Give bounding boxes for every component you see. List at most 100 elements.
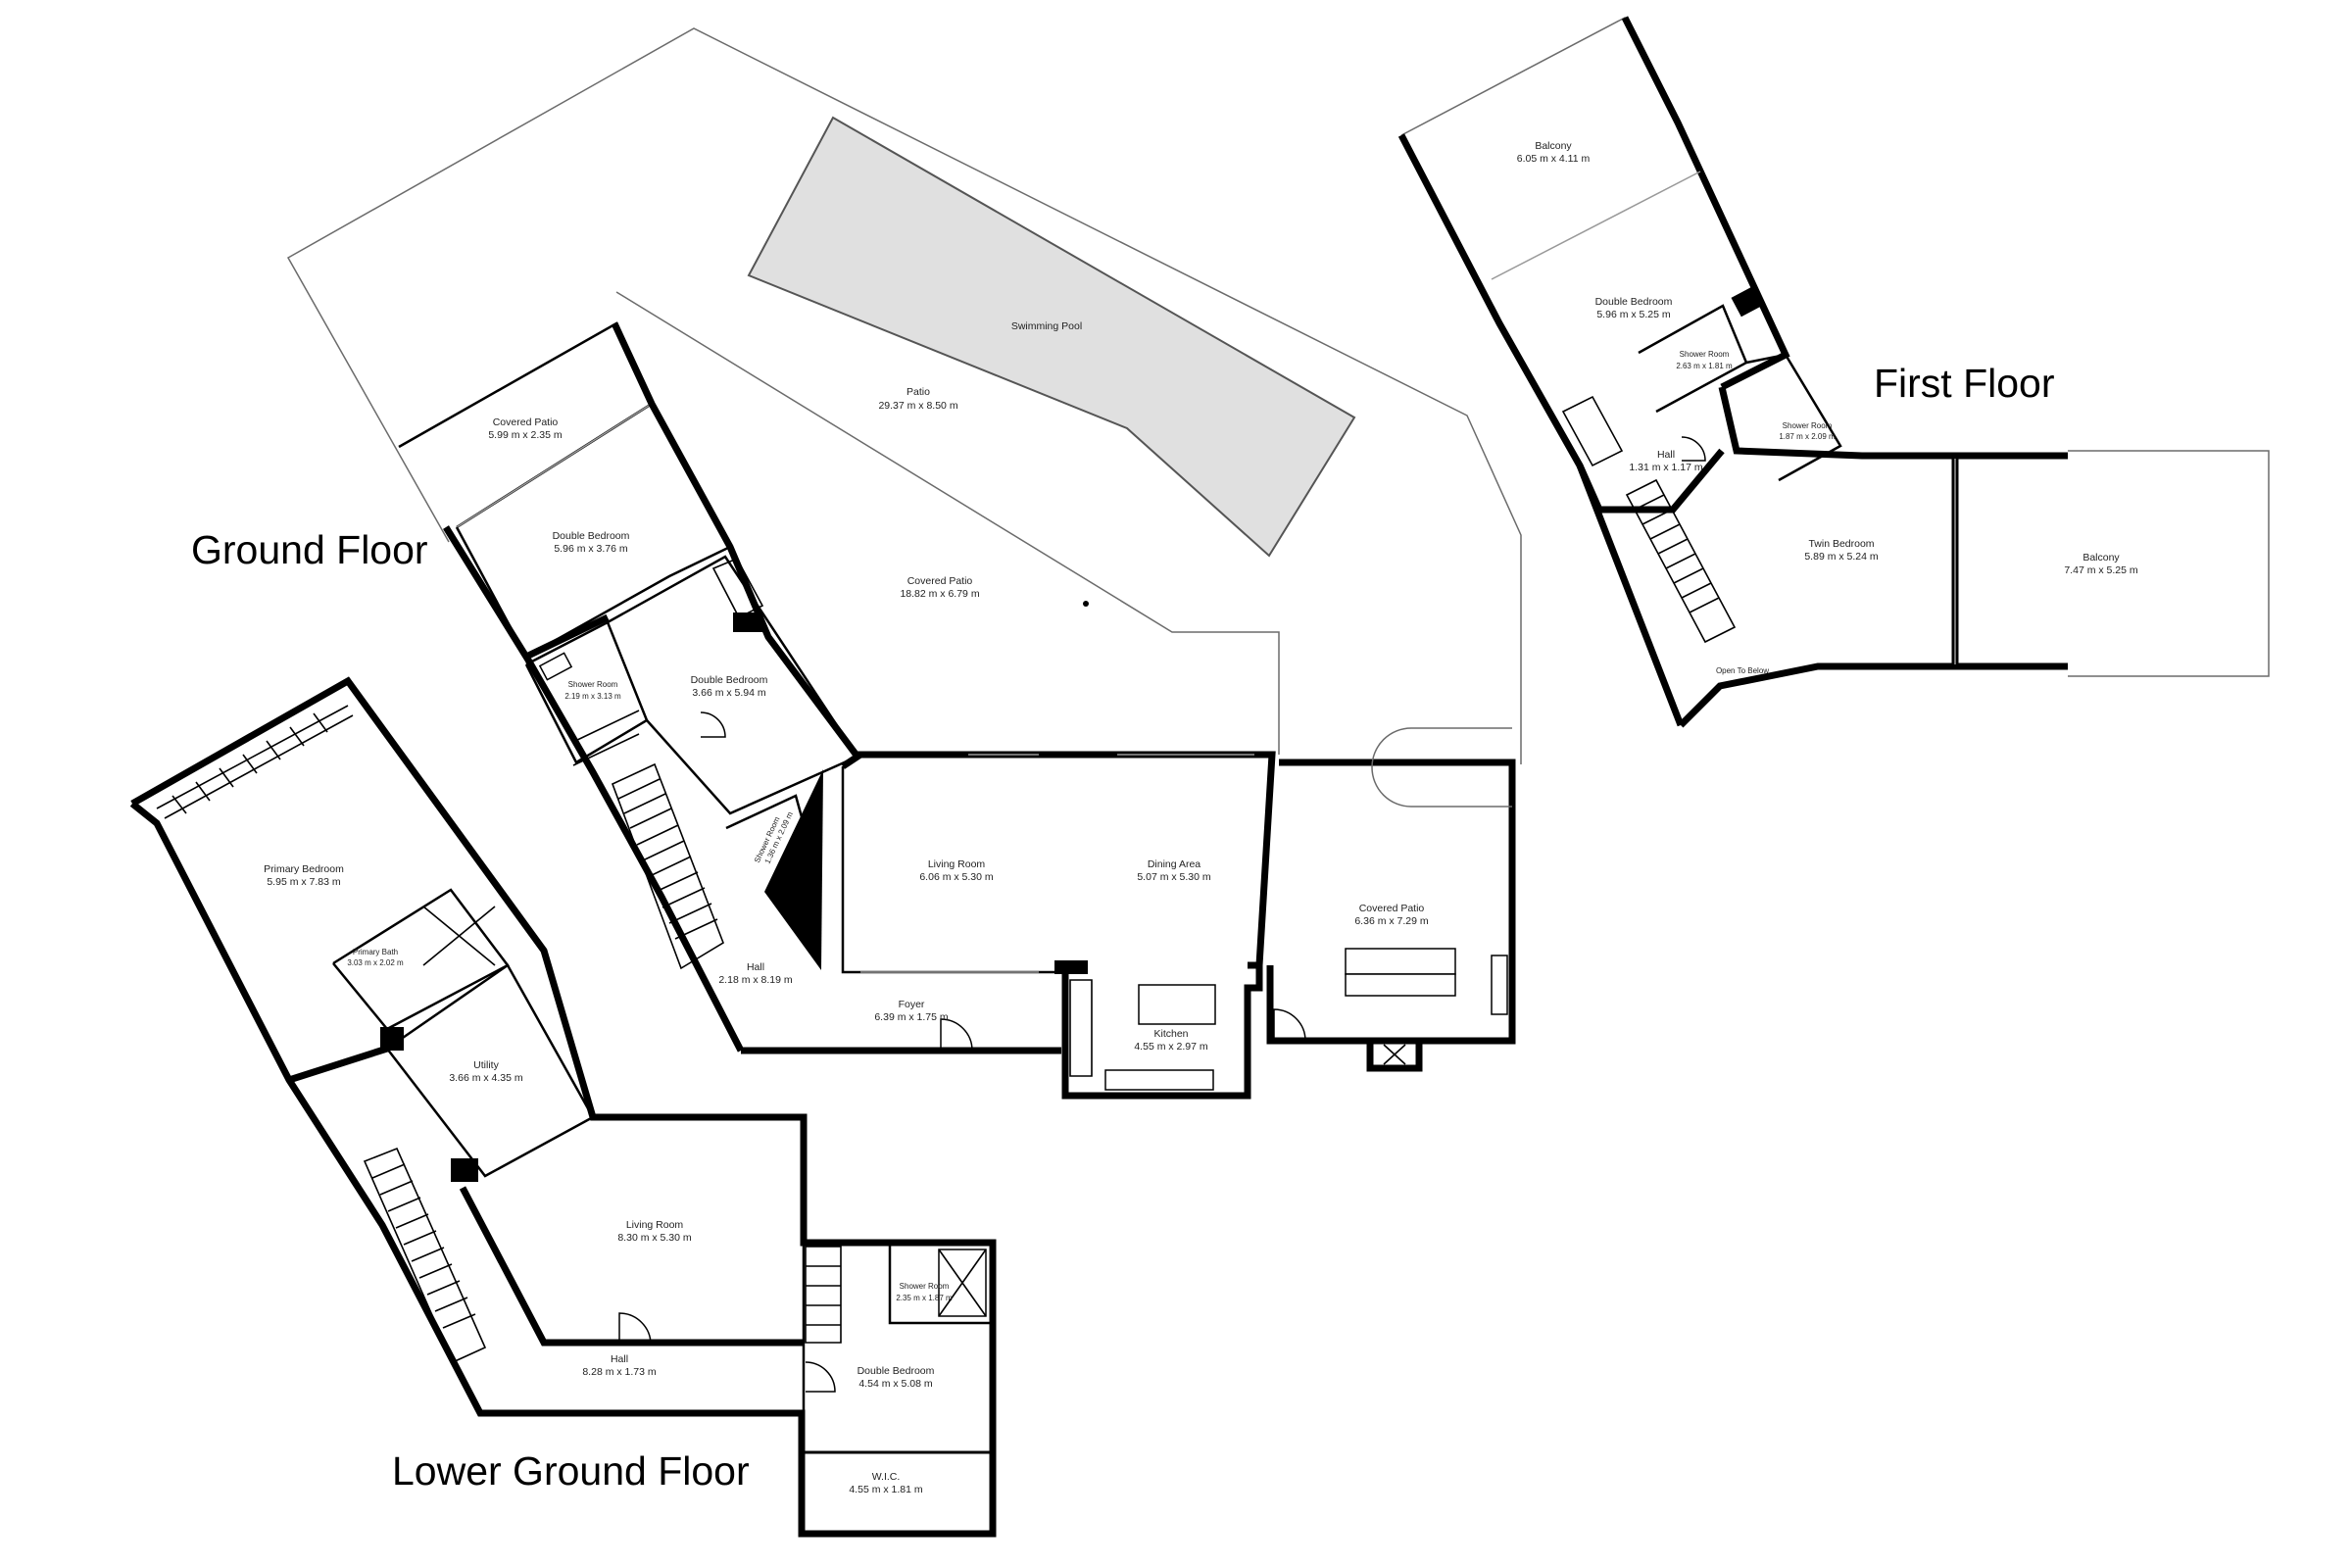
shower-room-f1-walls [1638, 304, 1748, 414]
double-bedroom-f-label: Double Bedroom [1595, 296, 1673, 308]
lower-stairs [363, 1147, 487, 1364]
wic-label: W.I.C. [872, 1471, 901, 1483]
covered-patio-side-label: Covered Patio [1359, 903, 1425, 914]
patio-door[interactable] [1273, 1008, 1306, 1042]
double-bedroom-g1-size: 5.96 m x 3.76 m [554, 543, 628, 555]
dining-area-size: 5.07 m x 5.30 m [1137, 871, 1211, 883]
hall-door[interactable] [1681, 436, 1706, 462]
dining-area-label: Dining Area [1148, 858, 1200, 870]
covered-patio-side-size: 6.36 m x 7.29 m [1354, 915, 1429, 927]
lower-ground-floor-title: Lower Ground Floor [392, 1448, 750, 1494]
shower-screen-2 [572, 733, 640, 766]
sink-fixture [538, 652, 573, 681]
first-floor-title: First Floor [1874, 361, 2055, 406]
living-dining-wall [858, 751, 1276, 969]
foyer-size: 6.39 m x 1.75 m [874, 1011, 949, 1023]
foyer-label: Foyer [899, 999, 925, 1010]
living-room-g-label: Living Room [928, 858, 986, 870]
shower-room-f2-walls [1745, 353, 1842, 482]
double-bedroom-g1-label: Double Bedroom [553, 530, 630, 542]
kitchen-size: 4.55 m x 2.97 m [1134, 1041, 1208, 1053]
shower-room-g1-label: Shower Room [568, 680, 618, 689]
ground-stairs [611, 557, 764, 970]
hall-g-size: 2.18 m x 8.19 m [718, 974, 793, 986]
hall-l-size: 8.28 m x 1.73 m [582, 1366, 657, 1378]
outdoor-bench-seats [1345, 973, 1456, 997]
patio-size: 29.37 m x 8.50 m [878, 400, 957, 412]
shower-room-2-walls [725, 794, 820, 894]
kitchen-label: Kitchen [1153, 1028, 1188, 1040]
lower-floor-plan [129, 676, 997, 1538]
primary-bedroom-wardrobes [156, 705, 354, 819]
utility-size: 3.66 m x 4.35 m [449, 1072, 523, 1084]
shower-screen [572, 710, 640, 743]
double-bedroom-l-steps [805, 1246, 842, 1344]
sliding-door-glass [456, 403, 653, 528]
kitchen-wall [1061, 965, 1263, 1100]
hall-l-label: Hall [611, 1353, 628, 1365]
patio-curve [1371, 727, 1512, 808]
shower-block [1731, 284, 1766, 318]
shower-room-f2-size: 1.87 m x 2.09 m [1779, 432, 1836, 441]
primary-bath-size: 3.03 m x 2.02 m [347, 958, 404, 967]
double-bedroom-1-walls [455, 526, 731, 659]
outdoor-bench [1345, 948, 1456, 975]
bed1-wall-seg [524, 613, 610, 661]
swimming-pool [747, 116, 1356, 558]
shower-room-f2-label: Shower Room [1783, 421, 1833, 430]
black-wall-wedge [764, 769, 823, 970]
shower-room-g1-size: 2.19 m x 3.13 m [564, 692, 621, 701]
patio-post [1083, 601, 1089, 607]
lower-outer-wall [129, 676, 997, 1538]
living-room-l-wall [459, 1186, 804, 1347]
patio-outline [286, 27, 1522, 764]
twin-bedroom-label: Twin Bedroom [1808, 538, 1874, 550]
balcony-f2-label: Balcony [2082, 552, 2120, 564]
bedroom-l-door[interactable] [805, 1361, 836, 1393]
bbq-enclosure [1366, 1037, 1423, 1072]
kitchen-island [1138, 984, 1216, 1025]
living-room-g-size: 6.06 m x 5.30 m [919, 871, 994, 883]
first-floor-plan [1397, 16, 2270, 728]
primary-bedroom-size: 5.95 m x 7.83 m [267, 876, 341, 888]
bath-screen-2 [422, 906, 496, 966]
balcony-f2-size: 7.47 m x 5.25 m [2064, 564, 2138, 576]
double-bedroom-f-size: 5.96 m x 5.25 m [1596, 309, 1671, 320]
first-floor-outer-wall-2 [1621, 16, 1790, 391]
foyer-door[interactable] [940, 1018, 973, 1052]
first-floor-stairs [1561, 395, 1737, 644]
shower-room-f1-size: 2.63 m x 1.81 m [1676, 362, 1733, 370]
outdoor-grill [1491, 955, 1508, 1015]
living-room-l-label: Living Room [626, 1219, 684, 1231]
fireplace-block [1054, 960, 1088, 974]
covered-patio-side-wall [1266, 759, 1516, 1045]
ground-floor-plan [286, 27, 1522, 1100]
open-to-below-label: Open To Below [1716, 666, 1769, 675]
bbq-hatch-2 [1383, 1044, 1406, 1065]
covered-patio-main-size: 18.82 m x 6.79 m [900, 588, 979, 600]
utility-black-block [451, 1158, 478, 1182]
shower-room-f1-label: Shower Room [1680, 350, 1730, 359]
utility-label: Utility [473, 1059, 499, 1071]
kitchen-counter [1104, 1069, 1214, 1091]
covered-patio-main-label: Covered Patio [907, 575, 973, 587]
primary-bath-label: Primary Bath [353, 948, 398, 956]
primary-bedroom-label: Primary Bedroom [264, 863, 344, 875]
double-bedroom-g2-size: 3.66 m x 5.94 m [692, 687, 766, 699]
double-bedroom-l-size: 4.54 m x 5.08 m [858, 1378, 933, 1390]
living-room-l-size: 8.30 m x 5.30 m [617, 1232, 692, 1244]
hall-f-size: 1.31 m x 1.17 m [1629, 462, 1703, 473]
double-bedroom-l-label: Double Bedroom [858, 1365, 935, 1377]
shower-room-l-size: 2.35 m x 1.87 m [896, 1294, 953, 1302]
shower-room-l-label: Shower Room [900, 1282, 950, 1291]
ground-floor-title: Ground Floor [191, 527, 428, 572]
wic-size: 4.55 m x 1.81 m [849, 1484, 923, 1495]
living-l-door[interactable] [618, 1312, 652, 1346]
swimming-pool-label: Swimming Pool [1011, 320, 1082, 332]
double-bedroom-g2-label: Double Bedroom [691, 674, 768, 686]
bedroom-2-door[interactable] [700, 711, 726, 738]
lower-primary-bottom-wall [287, 1045, 389, 1084]
hall-f-label: Hall [1657, 449, 1675, 461]
balcony-glass [1491, 171, 1701, 280]
